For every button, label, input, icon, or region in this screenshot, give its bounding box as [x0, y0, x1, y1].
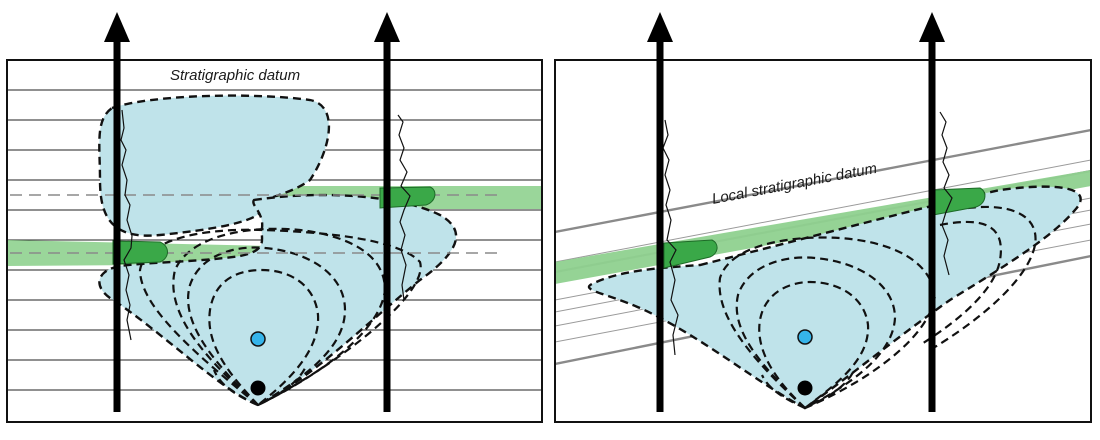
right-well-1-arrow-icon [647, 12, 673, 42]
left-well-log-right [397, 114, 411, 301]
right-blue-dot [797, 329, 813, 345]
right-plume-contours [718, 205, 1037, 410]
left-blue-dot [250, 331, 266, 347]
left-well-1 [104, 12, 130, 412]
left-black-dot [250, 380, 266, 396]
right-reservoir-highlight-right-well [932, 187, 986, 216]
right-reservoir-highlight-left-well [663, 239, 718, 269]
right-datum-label: Local stratigraphic datum [711, 160, 879, 208]
left-well-log-left [120, 109, 133, 341]
right-panel: Local stratigraphic datum [554, 12, 1092, 423]
right-well-1 [647, 12, 673, 412]
right-well-log-right [939, 111, 953, 276]
right-black-dot [797, 380, 813, 396]
left-upper-plume [98, 94, 331, 237]
left-panel: Stratigraphic datum [6, 12, 543, 423]
right-well-2-arrow-icon [919, 12, 945, 42]
left-well-2 [374, 12, 400, 412]
left-reservoir-highlight-left-well [112, 240, 168, 265]
right-panel-frame [554, 59, 1092, 423]
left-datum-label-bg [160, 63, 365, 87]
right-well-2 [919, 12, 945, 412]
left-lower-plume [98, 193, 458, 407]
left-reservoir-highlight-right-well [379, 186, 436, 209]
left-panel-frame [6, 59, 543, 423]
left-well-2-arrow-icon [374, 12, 400, 42]
left-datum-label: Stratigraphic datum [170, 67, 300, 84]
left-well-1-arrow-icon [104, 12, 130, 42]
right-well-log-left [662, 119, 679, 356]
